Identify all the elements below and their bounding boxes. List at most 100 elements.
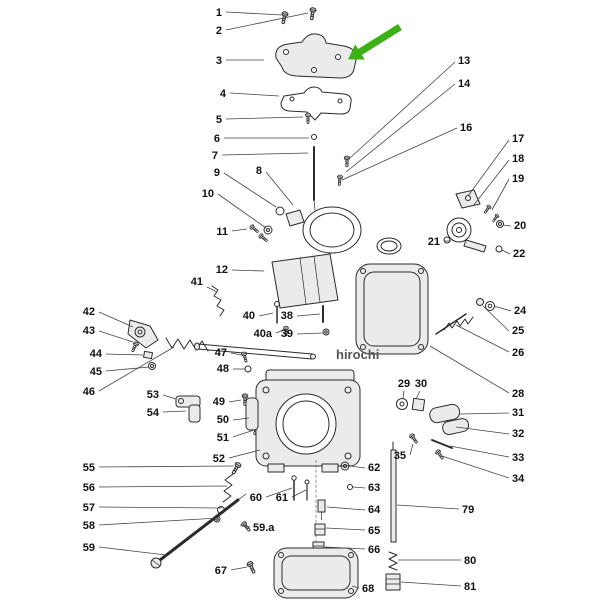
leader-line-33 <box>449 445 510 458</box>
leader-line-52 <box>228 449 261 459</box>
float-assembly <box>396 397 470 461</box>
leader-line-24 <box>493 305 512 312</box>
part-label-11: 11 <box>216 226 228 238</box>
part-label-58: 58 <box>83 520 95 532</box>
part-label-3: 3 <box>216 55 222 67</box>
leader-line-31 <box>459 412 510 415</box>
part-label-13: 13 <box>458 55 470 67</box>
leader-line-51 <box>232 429 255 438</box>
float-bowl <box>273 547 359 599</box>
leader-line-26 <box>455 324 510 353</box>
choke-assembly <box>443 189 504 253</box>
leader-line-30 <box>415 390 421 400</box>
bracket-cluster <box>263 206 305 235</box>
leader-line-59 <box>98 546 167 556</box>
part-label-66: 66 <box>368 544 380 556</box>
leader-lines <box>98 11 512 589</box>
green-arrow <box>348 24 402 60</box>
leader-line-14 <box>345 83 456 173</box>
part-label-68: 68 <box>362 583 374 595</box>
leader-line-43 <box>98 330 134 343</box>
leader-line-19 <box>491 178 510 211</box>
part-label-5: 5 <box>216 114 222 126</box>
part-label-41: 41 <box>191 276 203 288</box>
leader-line-2 <box>225 12 309 31</box>
part-label-45: 45 <box>90 366 102 378</box>
part-label-59: 59 <box>83 542 95 554</box>
part-label-51: 51 <box>217 432 229 444</box>
leader-line-9 <box>223 172 277 208</box>
leader-line-59.a <box>239 524 251 528</box>
leader-line-16 <box>341 127 458 181</box>
part-label-12: 12 <box>216 264 228 276</box>
part-label-56: 56 <box>83 482 95 494</box>
part-label-10: 10 <box>202 188 214 200</box>
leader-line-49 <box>228 399 242 403</box>
leader-line-1 <box>225 11 283 16</box>
part-label-14: 14 <box>458 78 471 90</box>
leader-line-40a <box>275 329 284 334</box>
part-label-61: 61 <box>276 492 288 504</box>
leader-line-32 <box>455 426 510 435</box>
part-label-49: 49 <box>213 396 225 408</box>
part-label-80: 80 <box>464 555 476 567</box>
idle-screw-assembly <box>213 461 243 523</box>
leader-line-67 <box>230 566 248 571</box>
part-label-62: 62 <box>368 462 380 474</box>
leader-line-81 <box>400 581 462 587</box>
watermark-text: hirochi <box>336 347 379 362</box>
float-chamber-plate <box>355 237 429 355</box>
part-label-54: 54 <box>147 407 160 419</box>
part-label-43: 43 <box>83 325 95 337</box>
leader-line-68 <box>351 585 360 589</box>
leader-line-60 <box>265 487 293 498</box>
top-cover <box>275 33 357 79</box>
part-label-9: 9 <box>214 167 220 179</box>
leader-line-39 <box>296 332 323 335</box>
part-label-59.a: 59.a <box>253 522 275 534</box>
part-label-63: 63 <box>368 482 380 494</box>
leader-line-8 <box>265 171 294 206</box>
leader-line-47 <box>230 352 242 356</box>
part-label-29: 29 <box>398 378 410 390</box>
leader-line-55 <box>98 465 235 468</box>
part-label-24: 24 <box>514 305 527 317</box>
leader-line-46 <box>98 346 175 392</box>
part-label-55: 55 <box>83 462 95 474</box>
venturi-ring <box>302 206 362 263</box>
part-label-67: 67 <box>215 565 227 577</box>
top-screws <box>279 6 317 25</box>
part-label-19: 19 <box>512 173 524 185</box>
part-label-38: 38 <box>281 310 293 322</box>
part-label-28: 28 <box>512 388 524 400</box>
leader-line-79 <box>396 504 460 510</box>
leader-line-62 <box>349 465 366 469</box>
part-label-79: 79 <box>462 504 474 516</box>
leader-line-22 <box>501 249 511 255</box>
part-label-20: 20 <box>514 220 526 232</box>
choke-spring-needle <box>435 298 495 335</box>
left-lever-assembly <box>127 319 209 370</box>
part-label-64: 64 <box>368 504 381 516</box>
part-label-42: 42 <box>83 306 95 318</box>
part-label-7: 7 <box>212 150 218 162</box>
part-label-30: 30 <box>415 378 427 390</box>
part-label-40a: 40a <box>254 328 273 340</box>
throttle-shaft <box>194 342 316 360</box>
pin-and-needle-parts <box>274 301 330 337</box>
leader-line-50 <box>232 417 250 421</box>
part-label-32: 32 <box>512 428 524 440</box>
part-label-47: 47 <box>215 347 227 359</box>
part-label-57: 57 <box>83 502 95 514</box>
leader-line-58 <box>98 517 219 526</box>
part-label-26: 26 <box>512 347 524 359</box>
leader-line-54 <box>162 410 187 413</box>
leader-line-35 <box>409 443 414 456</box>
part-label-33: 33 <box>512 452 524 464</box>
exploded-view-artwork <box>127 6 504 599</box>
leader-line-7 <box>221 152 309 156</box>
part-label-25: 25 <box>512 325 524 337</box>
leader-line-20 <box>502 224 512 227</box>
